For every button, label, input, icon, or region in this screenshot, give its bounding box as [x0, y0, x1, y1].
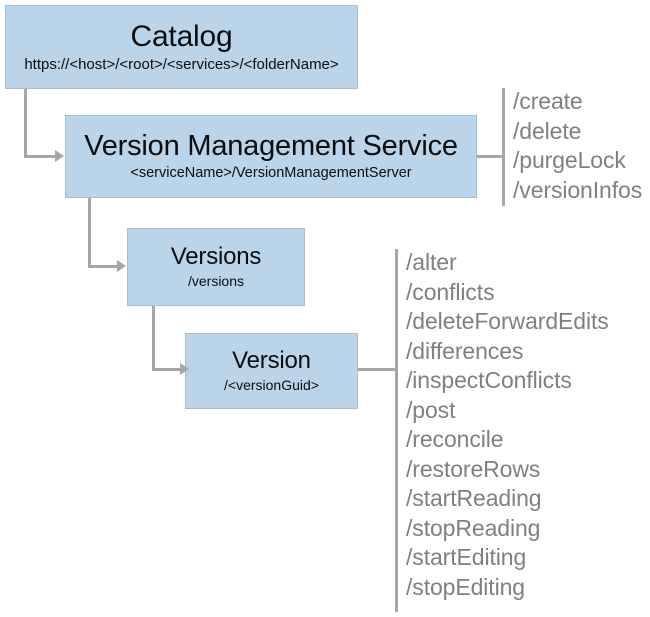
operation-differences[interactable]: /differences: [406, 337, 524, 364]
connector-service-to-versions-vertical: [88, 198, 91, 268]
bracket-version-operations: [395, 249, 398, 612]
operation-restore-rows[interactable]: /restoreRows: [406, 455, 541, 482]
version-operations-list: /alter /conflicts /deleteForwardEdits /d…: [406, 248, 609, 602]
node-version-management-service[interactable]: Version Management Service <serviceName>…: [65, 115, 477, 198]
node-version-management-service-subtitle: <serviceName>/VersionManagementServer: [130, 164, 412, 181]
node-version-management-service-title: Version Management Service: [84, 130, 458, 163]
operation-post[interactable]: /post: [406, 396, 456, 423]
node-catalog[interactable]: Catalog https://<host>/<root>/<services>…: [5, 5, 358, 89]
operation-stop-editing[interactable]: /stopEditing: [406, 573, 525, 600]
operation-alter[interactable]: /alter: [406, 249, 457, 275]
operation-version-infos[interactable]: /versionInfos: [513, 176, 643, 203]
connector-service-operations-stub: [477, 155, 505, 158]
operation-start-editing[interactable]: /startEditing: [406, 544, 527, 570]
operation-purge-lock[interactable]: /purgeLock: [513, 147, 626, 173]
arrowhead-icon-service-to-versions: [117, 260, 126, 272]
node-version-title: Version: [232, 347, 311, 375]
node-versions-title: Versions: [170, 243, 262, 271]
connector-versions-to-version-vertical: [152, 306, 155, 371]
connector-catalog-to-service-vertical: [24, 89, 27, 158]
operation-start-reading[interactable]: /startReading: [406, 485, 542, 511]
node-versions[interactable]: Versions /versions: [127, 228, 305, 306]
bracket-service-operations: [502, 88, 505, 206]
operation-stop-reading[interactable]: /stopReading: [406, 514, 541, 541]
node-versions-subtitle: /versions: [187, 273, 245, 290]
connector-service-to-versions-horizontal: [88, 265, 122, 268]
connector-catalog-to-service-horizontal: [24, 155, 60, 158]
arrowhead-icon-catalog-to-service: [55, 150, 64, 162]
arrowhead-icon-versions-to-version: [180, 363, 189, 375]
node-catalog-subtitle: https://<host>/<root>/<services>/<folder…: [24, 55, 339, 73]
service-operations-list: /create /delete /purgeLock /versionInfos: [513, 87, 642, 205]
operation-delete[interactable]: /delete: [513, 117, 582, 144]
operation-conflicts[interactable]: /conflicts: [406, 278, 495, 305]
operation-create[interactable]: /create: [513, 88, 583, 114]
connector-version-operations-stub: [358, 368, 398, 371]
node-version[interactable]: Version /<versionGuid>: [185, 333, 358, 409]
node-catalog-title: Catalog: [130, 19, 233, 53]
connector-versions-to-version-horizontal: [152, 368, 185, 371]
operation-inspect-conflicts[interactable]: /inspectConflicts: [406, 367, 572, 393]
node-version-subtitle: /<versionGuid>: [224, 377, 319, 394]
operation-delete-forward-edits[interactable]: /deleteForwardEdits: [406, 308, 609, 334]
operation-reconcile[interactable]: /reconcile: [406, 426, 504, 452]
